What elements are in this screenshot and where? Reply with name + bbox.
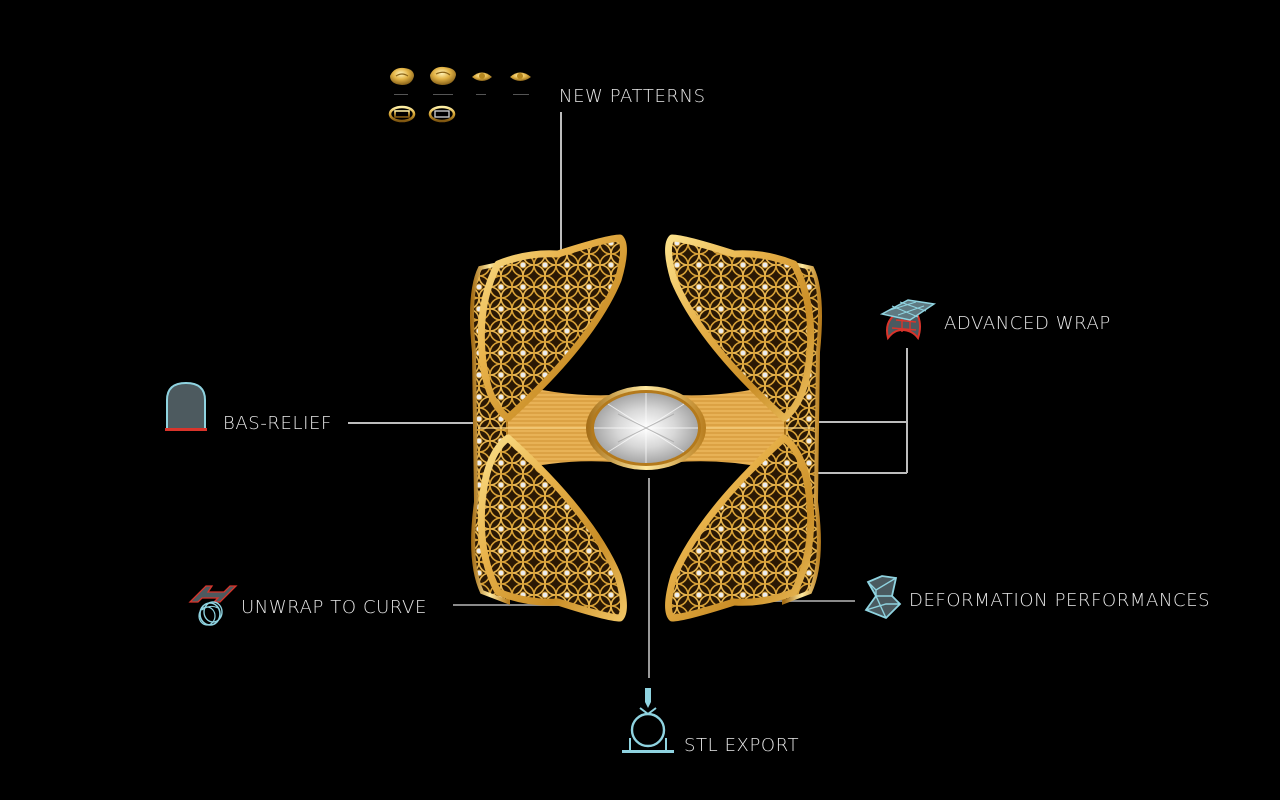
product-ring-render xyxy=(468,232,824,624)
pattern-thumbnails-icon xyxy=(388,66,534,123)
deformation-connector xyxy=(745,600,855,602)
advanced-wrap-connector-lower xyxy=(795,472,907,474)
deformation-icon-wrapper[interactable] xyxy=(862,574,902,620)
unwrap-connector xyxy=(453,604,565,606)
stl-export-icon-wrapper[interactable] xyxy=(620,688,676,756)
deformation-cube-icon xyxy=(864,575,902,620)
advanced-wrap-icon-wrapper[interactable] xyxy=(878,296,938,342)
unwrap-icon-wrapper[interactable] xyxy=(184,582,238,628)
deformation-performances-label: DEFORMATION PERFORMANCES xyxy=(909,590,1211,611)
advanced-wrap-label: ADVANCED WRAP xyxy=(944,313,1111,334)
advanced-wrap-connector-vertical xyxy=(906,348,908,473)
new-patterns-label: NEW PATTERNS xyxy=(559,86,706,107)
new-patterns-thumbnails[interactable] xyxy=(386,64,546,130)
stl-export-label: STL EXPORT xyxy=(684,735,800,756)
bas-relief-label: BAS-RELIEF xyxy=(223,413,332,434)
unwrap-coil-icon xyxy=(188,585,238,626)
bas-relief-icon-wrapper[interactable] xyxy=(164,380,208,432)
bas-relief-arch-icon xyxy=(165,381,207,431)
unwrap-to-curve-label: UNWRAP TO CURVE xyxy=(241,597,427,618)
stl-ring-icon xyxy=(622,688,674,753)
new-patterns-connector xyxy=(560,112,562,252)
wrap-grid-icon xyxy=(879,299,937,341)
bas-relief-connector xyxy=(348,422,484,424)
filigree-cuff-ring-image xyxy=(470,234,822,622)
stl-export-connector xyxy=(648,478,650,678)
advanced-wrap-connector-upper xyxy=(795,421,907,423)
